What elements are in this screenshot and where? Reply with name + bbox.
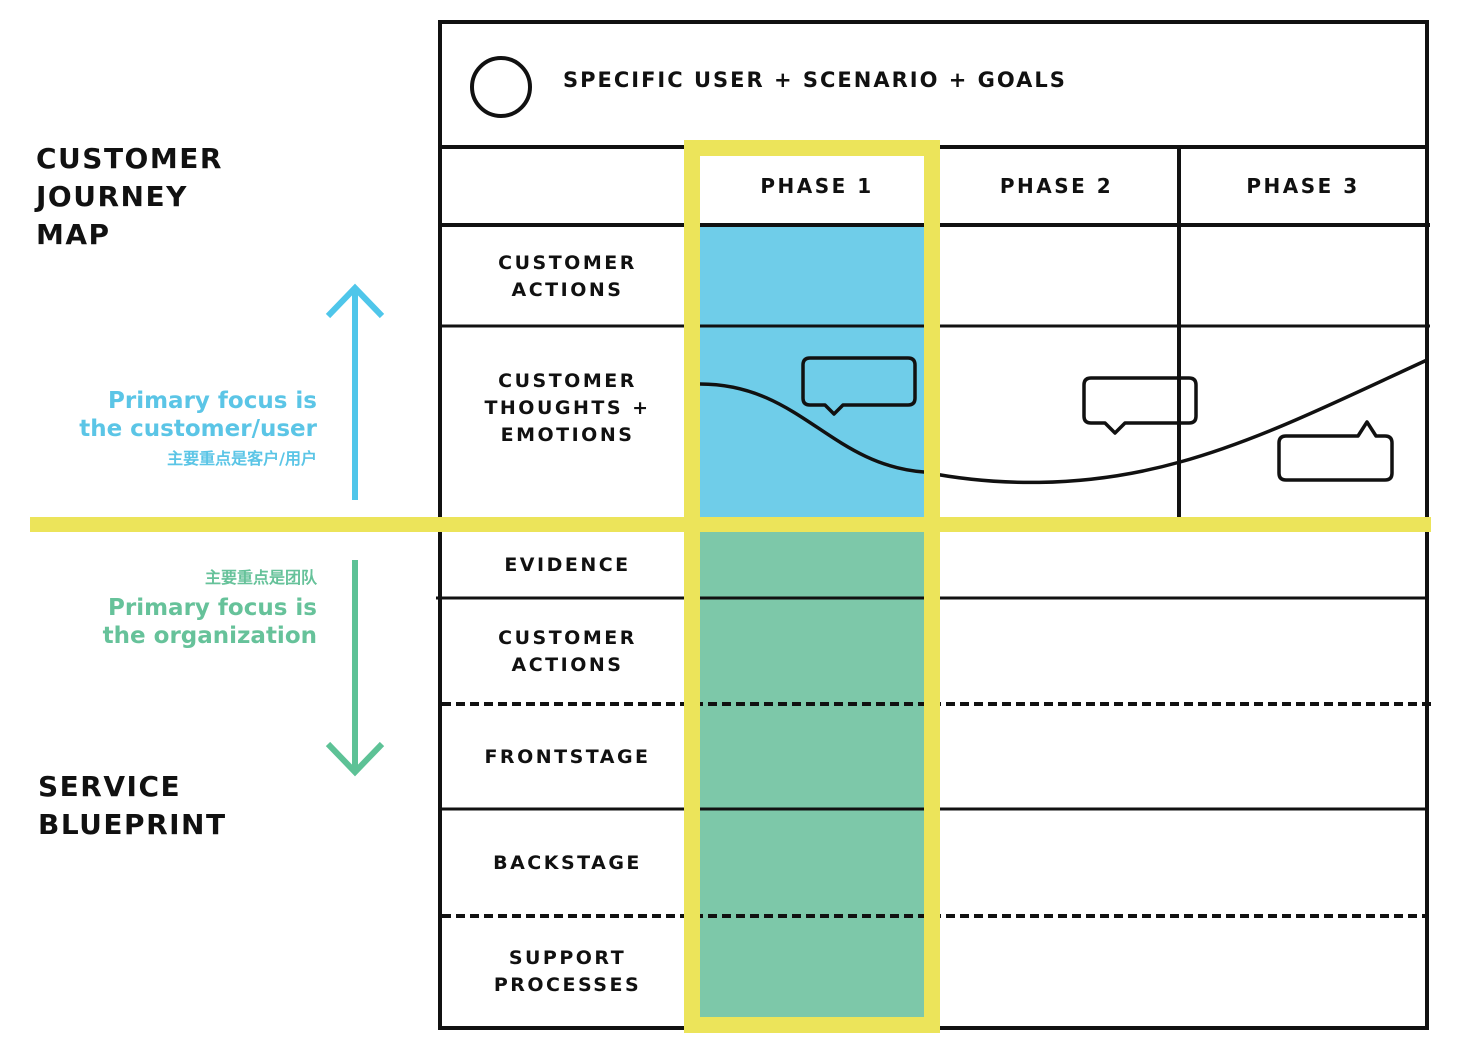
row-label-customer-actions: CUSTOMER ACTIONS	[498, 252, 637, 301]
row-label-backstage: BACKSTAGE	[493, 852, 642, 874]
row-label-customer-actions: CUSTOMER ACTIONS	[498, 627, 637, 676]
emotion-curve	[699, 358, 1428, 485]
customer-focus-caption: Primary focus is the customer/user 主要重点是…	[17, 387, 317, 471]
circle-icon	[470, 56, 532, 118]
customer-focus-en: Primary focus is the customer/user	[79, 388, 317, 442]
speech-bubble-icon	[1277, 420, 1394, 482]
phase1-highlight-frame	[684, 140, 940, 1033]
row-label-support-processes: SUPPORT PROCESSES	[493, 947, 642, 996]
organization-focus-caption: 主要重点是团队 Primary focus is the organizatio…	[17, 566, 317, 650]
row-label-evidence: EVIDENCE	[504, 553, 631, 576]
customer-focus-zh: 主要重点是客户/用户	[167, 449, 317, 468]
phase1-journey-fill	[700, 226, 924, 518]
journey-map-title: CUSTOMER JOURNEY MAP	[36, 142, 223, 251]
row-label-thoughts-emotions: CUSTOMER THOUGHTS + EMOTIONS	[484, 370, 651, 446]
phase-header: PHASE 1	[760, 174, 874, 198]
phase-header: PHASE 3	[1246, 174, 1360, 198]
phase1-blueprint-fill	[700, 532, 924, 1018]
scenario-header: SPECIFIC USER + SCENARIO + GOALS	[563, 68, 1067, 92]
line-of-interaction	[30, 517, 1431, 532]
phase-header: PHASE 2	[999, 174, 1114, 198]
speech-bubble-icon	[801, 356, 917, 416]
speech-bubble-icon	[1082, 376, 1198, 435]
arrow-down-icon	[325, 560, 385, 777]
organization-focus-en: Primary focus is the organization	[102, 595, 317, 649]
row-label-frontstage: FRONTSTAGE	[484, 746, 651, 768]
service-blueprint-title: SERVICE BLUEPRINT	[38, 770, 227, 841]
organization-focus-zh: 主要重点是团队	[204, 568, 317, 587]
arrow-up-icon	[325, 283, 385, 500]
